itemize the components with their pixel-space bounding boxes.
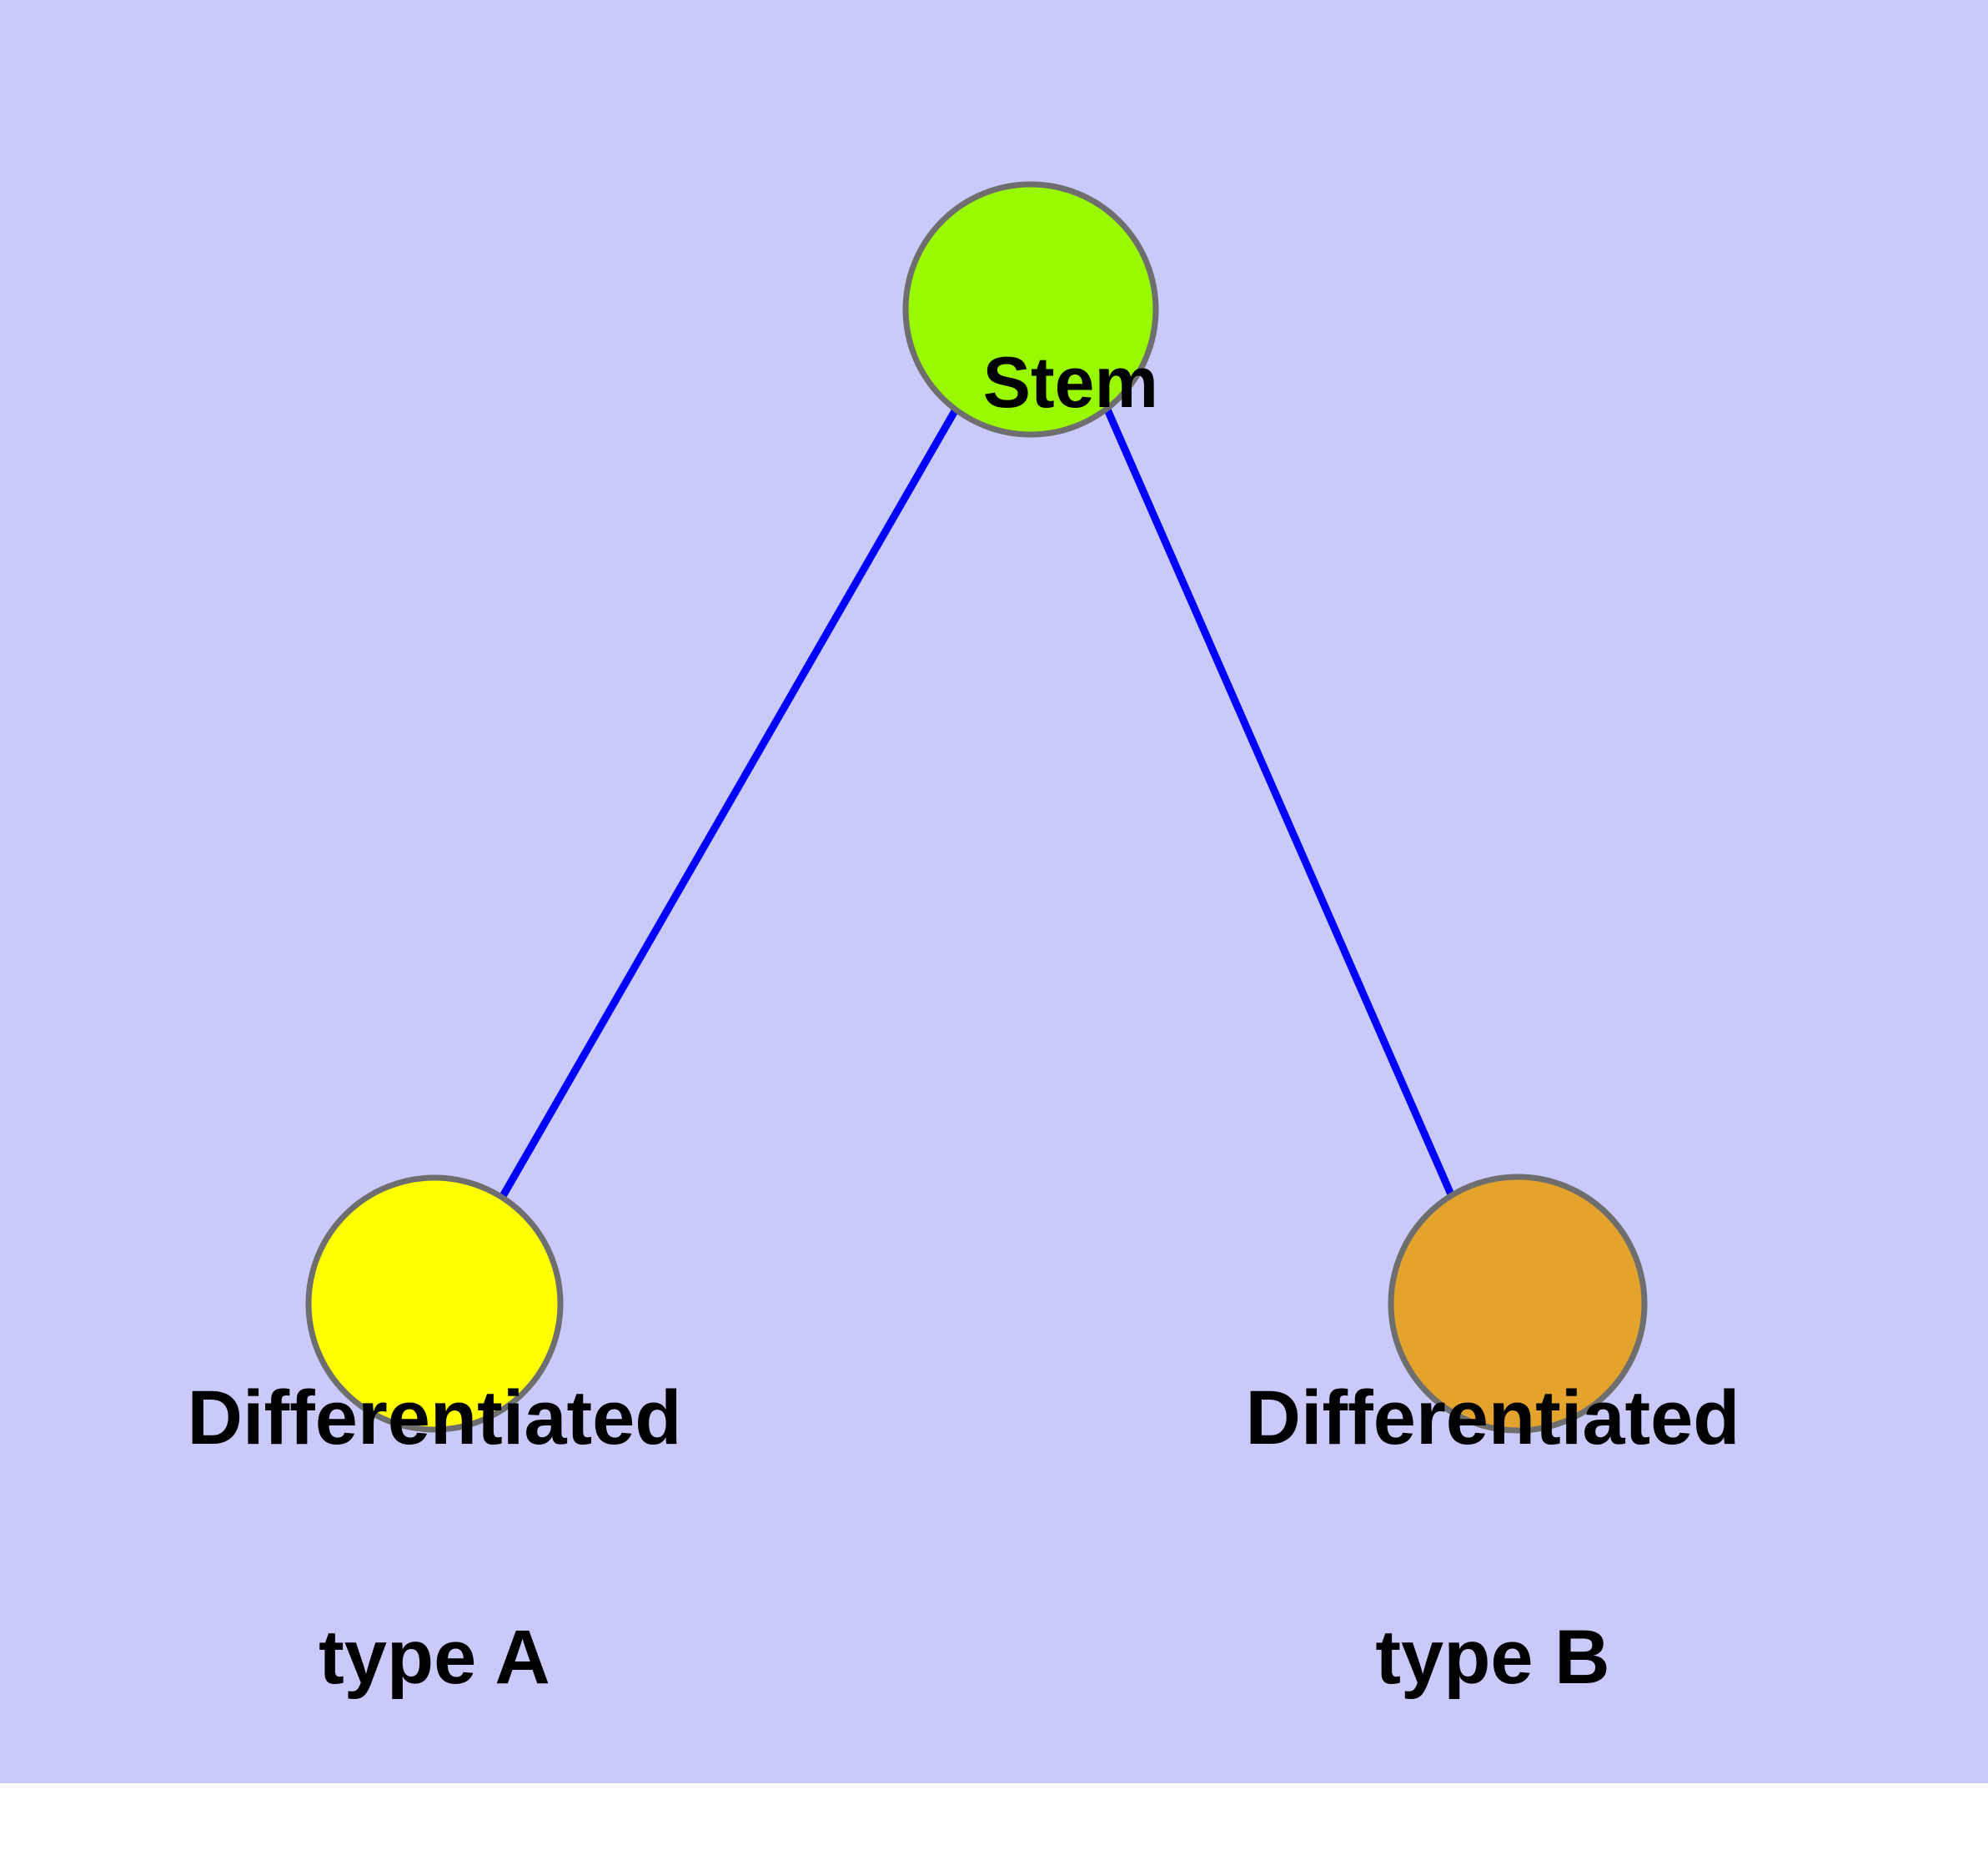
edge-stem-to-differentiated-type-b[interactable] (1103, 408, 1455, 1196)
node-differentiated-type-b-circle[interactable] (1388, 1174, 1648, 1434)
node-layer (305, 181, 1648, 1434)
node-differentiated-type-a-circle[interactable] (305, 1174, 564, 1433)
edge-stem-to-differentiated-type-a[interactable] (500, 407, 959, 1199)
graph-canvas: Stem Differentiated type A Differentiate… (0, 0, 1988, 1783)
graph-svg (305, 181, 1648, 1434)
edge-layer (500, 407, 1455, 1199)
node-stem-circle[interactable] (902, 181, 1159, 438)
